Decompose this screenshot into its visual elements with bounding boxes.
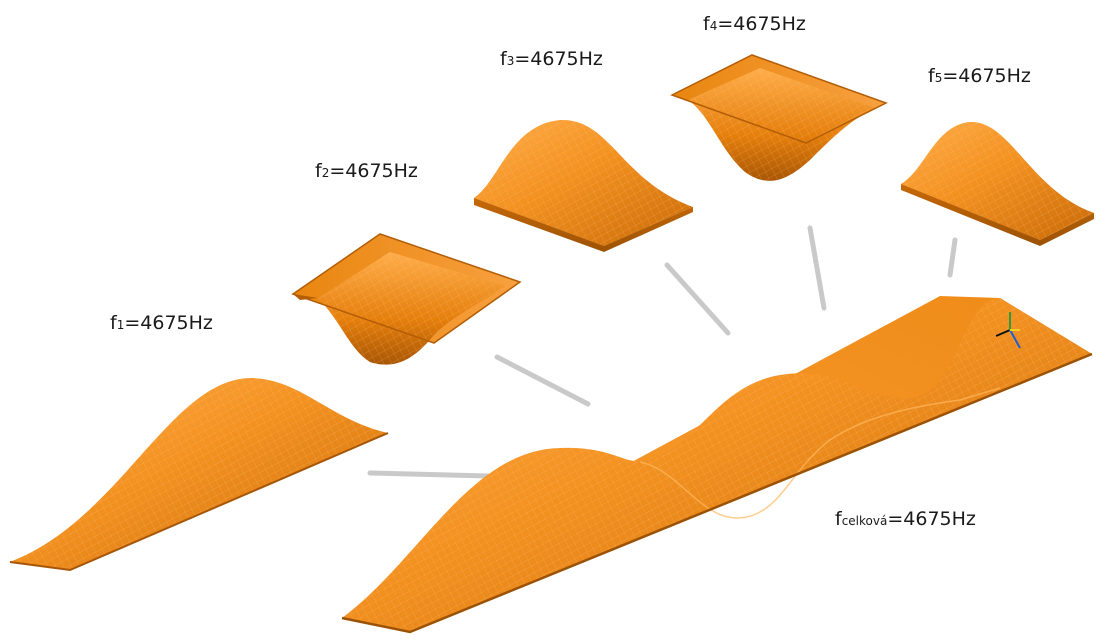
combined-mode-shape — [341, 296, 1093, 634]
mode-3-frequency-label: f3=4675Hz — [500, 48, 603, 70]
connector-5 — [947, 237, 958, 278]
mode-2-shape — [291, 233, 522, 365]
mode-2-frequency-label: f2=4675Hz — [315, 160, 418, 182]
mode-5-shape — [901, 121, 1094, 246]
connectors — [367, 225, 958, 479]
total-frequency-label: fcelková=4675Hz — [835, 508, 976, 530]
mode-1-frequency-label: f1=4675Hz — [110, 312, 213, 334]
mode-5-frequency-label: f5=4675Hz — [928, 65, 1031, 87]
axis-triad-icon — [995, 312, 1021, 349]
mode-4-frequency-label: f4=4675Hz — [703, 13, 806, 35]
connector-1 — [367, 470, 491, 479]
mode-4-shape — [670, 54, 888, 181]
connector-4 — [807, 225, 827, 311]
mode-3-shape — [474, 119, 693, 252]
connector-3 — [664, 262, 731, 336]
connector-2 — [494, 354, 591, 407]
mode-1-shape — [9, 378, 389, 572]
